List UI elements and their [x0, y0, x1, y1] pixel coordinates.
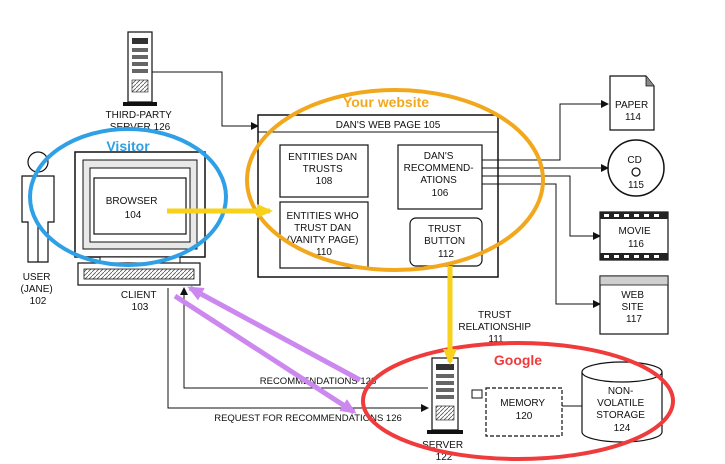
recommendations-label: RECOMMENDATIONS 128: [260, 376, 376, 387]
google-ellipse: [361, 341, 675, 461]
visitor-title: Visitor: [106, 138, 150, 154]
memory-box: [485, 387, 563, 437]
your-website-ellipse: [245, 88, 545, 272]
web-page-title: DAN'S WEB PAGE 105: [336, 120, 441, 131]
google-title: Google: [494, 352, 542, 368]
recommendations-purple-arrow: [187, 285, 362, 383]
client-computer-icon: [74, 151, 206, 286]
storage-label: NON- VOLATILE STORAGE 124: [596, 386, 648, 434]
movie-icon: [599, 211, 669, 261]
recommendation-connectors: [482, 100, 609, 308]
cd-icon: [607, 139, 665, 197]
third-party-to-web-page-line: [152, 71, 259, 130]
entities-dan-trusts-label: ENTITIES DAN TRUSTS 108: [288, 152, 360, 187]
entities-who-trust-dan-label: ENTITIES WHO TRUST DAN (VANITY PAGE) 110: [286, 211, 361, 258]
your-website-title: Your website: [343, 94, 429, 110]
movie-label: MOVIE 116: [618, 226, 653, 250]
web-site-icon: [599, 275, 669, 335]
visitor-ellipse: [28, 127, 228, 267]
request-purple-arrow: [173, 293, 357, 415]
server-icon: [427, 357, 463, 434]
storage-cylinder-icon: [581, 361, 663, 443]
server-label: SERVER 122: [422, 440, 466, 463]
browser-label: BROWSER 104: [106, 196, 160, 221]
server-port: [471, 389, 483, 399]
memory-label: MEMORY 120: [500, 398, 547, 422]
request-for-recommendations-label: REQUEST FOR RECOMMENDATIONS 126: [214, 413, 402, 424]
third-party-server-icon: [123, 31, 157, 106]
dans-recommendations-label: DAN'S RECOMMEND- ATIONS 106: [404, 151, 477, 199]
user-label: USER (JANE) 102: [20, 272, 55, 307]
client-label: CLIENT 103: [121, 290, 159, 313]
paper-label: PAPER 114: [615, 100, 651, 123]
cd-label: CD 115: [627, 155, 644, 191]
trust-relationship-label: TRUST RELATIONSHIP 111: [458, 310, 533, 345]
trust-button-label: TRUST BUTTON 112: [424, 224, 468, 260]
dans-recommendations-box: [397, 144, 483, 210]
web-site-label: WEB SITE 117: [621, 290, 647, 325]
paper-icon: [609, 75, 655, 131]
entities-dan-trusts-box: [279, 144, 369, 198]
